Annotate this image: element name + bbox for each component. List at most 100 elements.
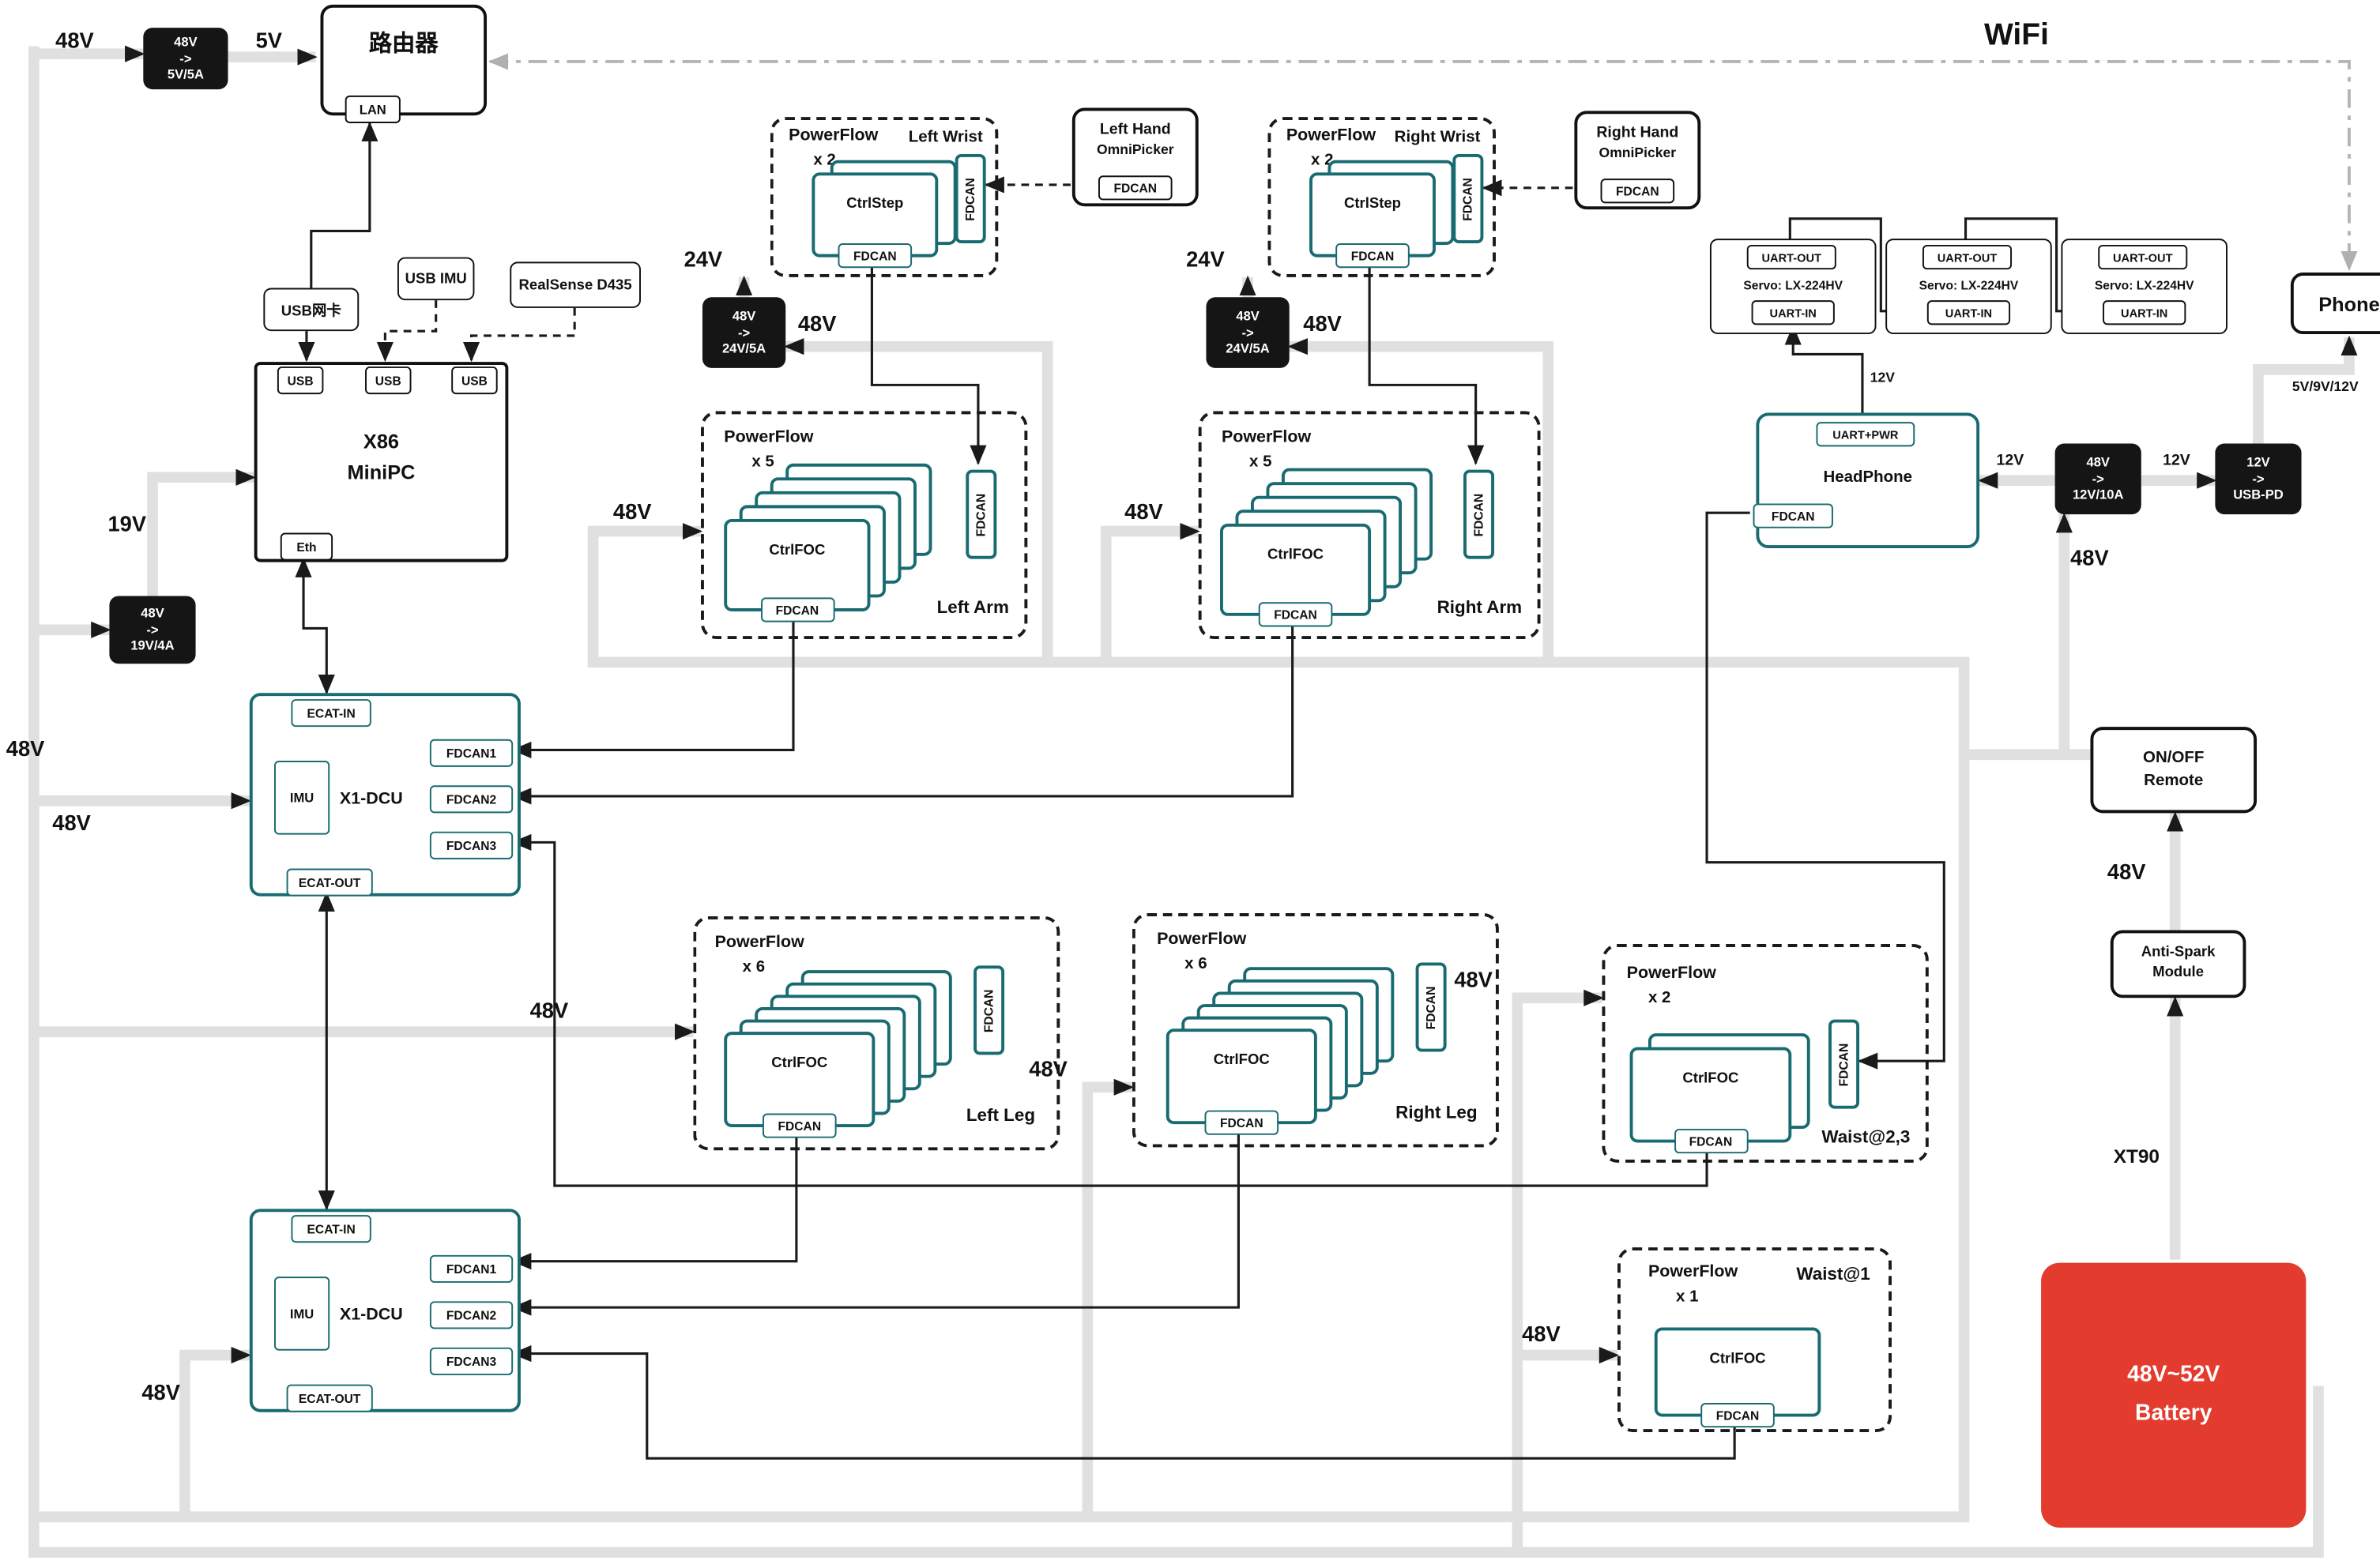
ctrlstep-card: CtrlStep FDCAN bbox=[1309, 172, 1436, 269]
imu-chip: IMU bbox=[274, 1277, 330, 1351]
fdcan-chip: FDCAN bbox=[763, 1113, 837, 1138]
label-12v: 12V bbox=[2163, 453, 2190, 470]
dcu-title: X1-DCU bbox=[339, 1306, 403, 1325]
servo-box-2: UART-OUT Servo: LX-224HV UART-IN bbox=[1885, 239, 2052, 335]
fdcan-chip: FDCAN bbox=[838, 243, 913, 269]
label-24v: 24V bbox=[1186, 246, 1225, 272]
fdcan-vertical-chip: FDCAN bbox=[1828, 1019, 1860, 1109]
fdcan1-port: FDCAN1 bbox=[429, 739, 514, 767]
ctrlfoc-card: CtrlFOC FDCAN bbox=[724, 1032, 876, 1138]
router-box: 路由器 LAN bbox=[320, 4, 488, 123]
label-5v: 5V bbox=[255, 28, 283, 53]
left-hand-box: Left Hand OmniPicker FDCAN bbox=[1071, 107, 1199, 207]
label-24v: 24V bbox=[683, 246, 723, 272]
fdcan-vertical-chip: FDCAN bbox=[973, 965, 1005, 1055]
usb-port-1: USB bbox=[277, 366, 324, 395]
fdcan-chip: FDCAN bbox=[1600, 179, 1675, 204]
group-left-wrist: PowerFlow x 2 Left Wrist CtrlStep FDCAN … bbox=[770, 117, 999, 277]
fdcan-chip: FDCAN bbox=[1204, 1110, 1279, 1135]
label-48v: 48V bbox=[2070, 545, 2109, 570]
uart-out-port: UART-OUT bbox=[1922, 244, 2013, 270]
servo-box-1: UART-OUT Servo: LX-224HV UART-IN bbox=[1709, 239, 1877, 335]
fdcan-chip: FDCAN bbox=[1258, 602, 1333, 627]
usb-port-2: USB bbox=[365, 366, 412, 395]
x1-dcu-upper: ECAT-IN IMU X1-DCU FDCAN1 FDCAN2 FDCAN3 … bbox=[249, 693, 521, 897]
fdcan1-port: FDCAN1 bbox=[429, 1254, 514, 1283]
fdcan-vertical-chip: FDCAN bbox=[1463, 469, 1495, 559]
label-48v: 48V bbox=[1029, 1056, 1068, 1081]
usb-imu-box: USB IMU bbox=[397, 257, 475, 301]
label-48v: 48V bbox=[6, 735, 45, 761]
realsense-box: RealSense D435 bbox=[510, 261, 641, 308]
converter-48v-24v-left: 48V->24V/5A bbox=[702, 297, 786, 368]
label-48v: 48V bbox=[1124, 498, 1163, 524]
group-waist1: PowerFlow x 1 Waist@1 CtrlFOC FDCAN bbox=[1617, 1247, 1892, 1433]
servo-name: Servo: LX-224HV bbox=[1919, 277, 2019, 292]
lan-port: LAN bbox=[345, 95, 401, 123]
label-12v: 12V bbox=[1870, 369, 1895, 385]
label-wifi: WiFi bbox=[1983, 18, 2049, 53]
label-48v: 48V bbox=[141, 1379, 180, 1404]
phone-box: Phone bbox=[2290, 273, 2380, 335]
right-hand-box: Right Hand OmniPicker FDCAN bbox=[1574, 111, 1701, 210]
headphone-box: UART+PWR HeadPhone FDCAN bbox=[1753, 412, 1980, 549]
label-xt90: XT90 bbox=[2113, 1145, 2160, 1168]
group-right-wrist: PowerFlow x 2 Right Wrist CtrlStep FDCAN… bbox=[1267, 117, 1496, 277]
fdcan-chip: FDCAN bbox=[1674, 1128, 1748, 1154]
label-5v9v12v: 5V/9V/12V bbox=[2292, 378, 2359, 395]
uart-pwr-port: UART+PWR bbox=[1816, 422, 1915, 447]
uart-in-port: UART-IN bbox=[1926, 300, 2011, 325]
label-48v: 48V bbox=[529, 998, 569, 1023]
fdcan-vertical-chip: FDCAN bbox=[1452, 153, 1484, 244]
group-right-arm: PowerFlow x 5 CtrlFOC FDCAN FDCAN Right … bbox=[1198, 411, 1541, 640]
ecat-in-port: ECAT-IN bbox=[291, 699, 371, 728]
label-48v: 48V bbox=[55, 28, 94, 53]
converter-48v-24v-right: 48V->24V/5A bbox=[1206, 297, 1290, 368]
converter-12v-usbpd: 12V->USB-PD bbox=[2215, 443, 2302, 515]
headphone-title: HeadPhone bbox=[1823, 468, 1913, 487]
ctrlfoc-card: CtrlFOC FDCAN bbox=[1220, 523, 1372, 627]
group-waist23: PowerFlow x 2 CtrlFOC FDCAN FDCAN Waist@… bbox=[1602, 944, 1929, 1163]
x1-dcu-lower: ECAT-IN IMU X1-DCU FDCAN1 FDCAN2 FDCAN3 … bbox=[249, 1209, 521, 1412]
fdcan2-port: FDCAN2 bbox=[429, 785, 514, 814]
servo-name: Servo: LX-224HV bbox=[2094, 277, 2194, 292]
fdcan2-port: FDCAN2 bbox=[429, 1301, 514, 1329]
converter-48v-5v: 48V->5V/5A bbox=[143, 28, 228, 90]
dcu-title: X1-DCU bbox=[339, 790, 403, 809]
label-12v: 12V bbox=[1996, 453, 2024, 470]
fdcan-chip: FDCAN bbox=[1700, 1402, 1775, 1428]
fdcan-chip: FDCAN bbox=[1753, 503, 1833, 528]
label-48v: 48V bbox=[797, 310, 837, 336]
label-48v: 48V bbox=[2107, 859, 2146, 885]
uart-out-port: UART-OUT bbox=[1746, 244, 1836, 270]
uart-in-port: UART-IN bbox=[1751, 300, 1835, 325]
ecat-out-port: ECAT-OUT bbox=[286, 1384, 373, 1412]
ecat-in-port: ECAT-IN bbox=[291, 1215, 371, 1243]
ctrlfoc-card: CtrlFOC FDCAN bbox=[1629, 1047, 1792, 1154]
fdcan-vertical-chip: FDCAN bbox=[955, 153, 986, 244]
converter-48v-19v: 48V->19V/4A bbox=[109, 596, 196, 664]
ecat-out-port: ECAT-OUT bbox=[286, 868, 373, 897]
usb-port-3: USB bbox=[451, 366, 498, 395]
fdcan-chip: FDCAN bbox=[760, 597, 834, 622]
router-title: 路由器 bbox=[368, 30, 439, 57]
ctrlstep-card: CtrlStep FDCAN bbox=[812, 172, 939, 269]
group-right-leg: PowerFlow x 6 CtrlFOC FDCAN FDCAN Right … bbox=[1132, 913, 1499, 1148]
fdcan-vertical-chip: FDCAN bbox=[966, 469, 997, 559]
label-48v: 48V bbox=[1454, 967, 1493, 992]
group-left-arm: PowerFlow x 5 CtrlFOC FDCAN FDCAN Left A… bbox=[701, 411, 1028, 640]
fdcan-chip: FDCAN bbox=[1335, 243, 1410, 269]
ctrlfoc-card: CtrlFOC FDCAN bbox=[1166, 1028, 1317, 1135]
ctrlfoc-card: CtrlFOC FDCAN bbox=[1654, 1327, 1821, 1428]
label-48v: 48V bbox=[52, 810, 91, 835]
fdcan3-port: FDCAN3 bbox=[429, 831, 514, 859]
fdcan3-port: FDCAN3 bbox=[429, 1347, 514, 1375]
imu-chip: IMU bbox=[274, 761, 330, 835]
fdcan-vertical-chip: FDCAN bbox=[1415, 962, 1447, 1052]
label-48v: 48V bbox=[1303, 310, 1342, 336]
